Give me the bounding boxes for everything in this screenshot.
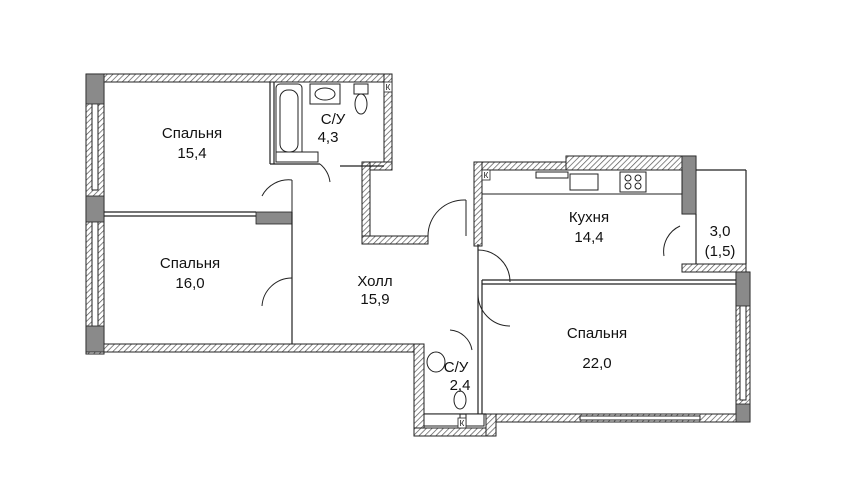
bathroom-bottom-name: С/У: [444, 359, 469, 376]
kitchen-area: 14,4: [574, 229, 603, 246]
bedroom-top-area: 15,4: [177, 145, 206, 162]
kitchen-name: Кухня: [569, 209, 609, 226]
bathroom-top-name: С/У: [321, 111, 346, 128]
bathroom-bottom-area: 2,4: [450, 377, 471, 394]
counter-top-bath: [275, 151, 319, 163]
hall-name: Холл: [357, 273, 392, 290]
room-labels: Спальня 15,4 С/У 4,3 Спальня 16,0 Холл 1…: [160, 111, 736, 394]
bedroom-left-name: Спальня: [160, 255, 220, 272]
bedroom-right-area: 22,0: [582, 355, 611, 372]
column-blocks: [85, 73, 751, 423]
bedroom-left-area: 16,0: [175, 275, 204, 292]
riser-label-top: К: [386, 83, 391, 92]
bathroom-top-area: 4,3: [318, 129, 339, 146]
bedroom-right-name: Спальня: [567, 325, 627, 342]
bedroom-top-name: Спальня: [162, 125, 222, 142]
balcony-area: (1,5): [705, 243, 736, 260]
riser-marker-kitchen: [481, 169, 491, 181]
toilet-bottom: [423, 351, 485, 427]
riser-marker-bottom: [457, 417, 467, 429]
riser-label-bottom: К: [460, 419, 465, 428]
balcony-name: 3,0: [710, 223, 731, 240]
bathtub: [275, 83, 303, 157]
toilet-top: [353, 83, 369, 115]
riser-marker-top: [383, 81, 393, 93]
hall-area: 15,9: [360, 291, 389, 308]
riser-label-kitchen: К: [484, 171, 489, 180]
kitchen-counter: [481, 169, 683, 195]
riser-markers: К К К: [383, 81, 491, 429]
doors: [261, 163, 681, 351]
sink-top: [309, 83, 341, 105]
